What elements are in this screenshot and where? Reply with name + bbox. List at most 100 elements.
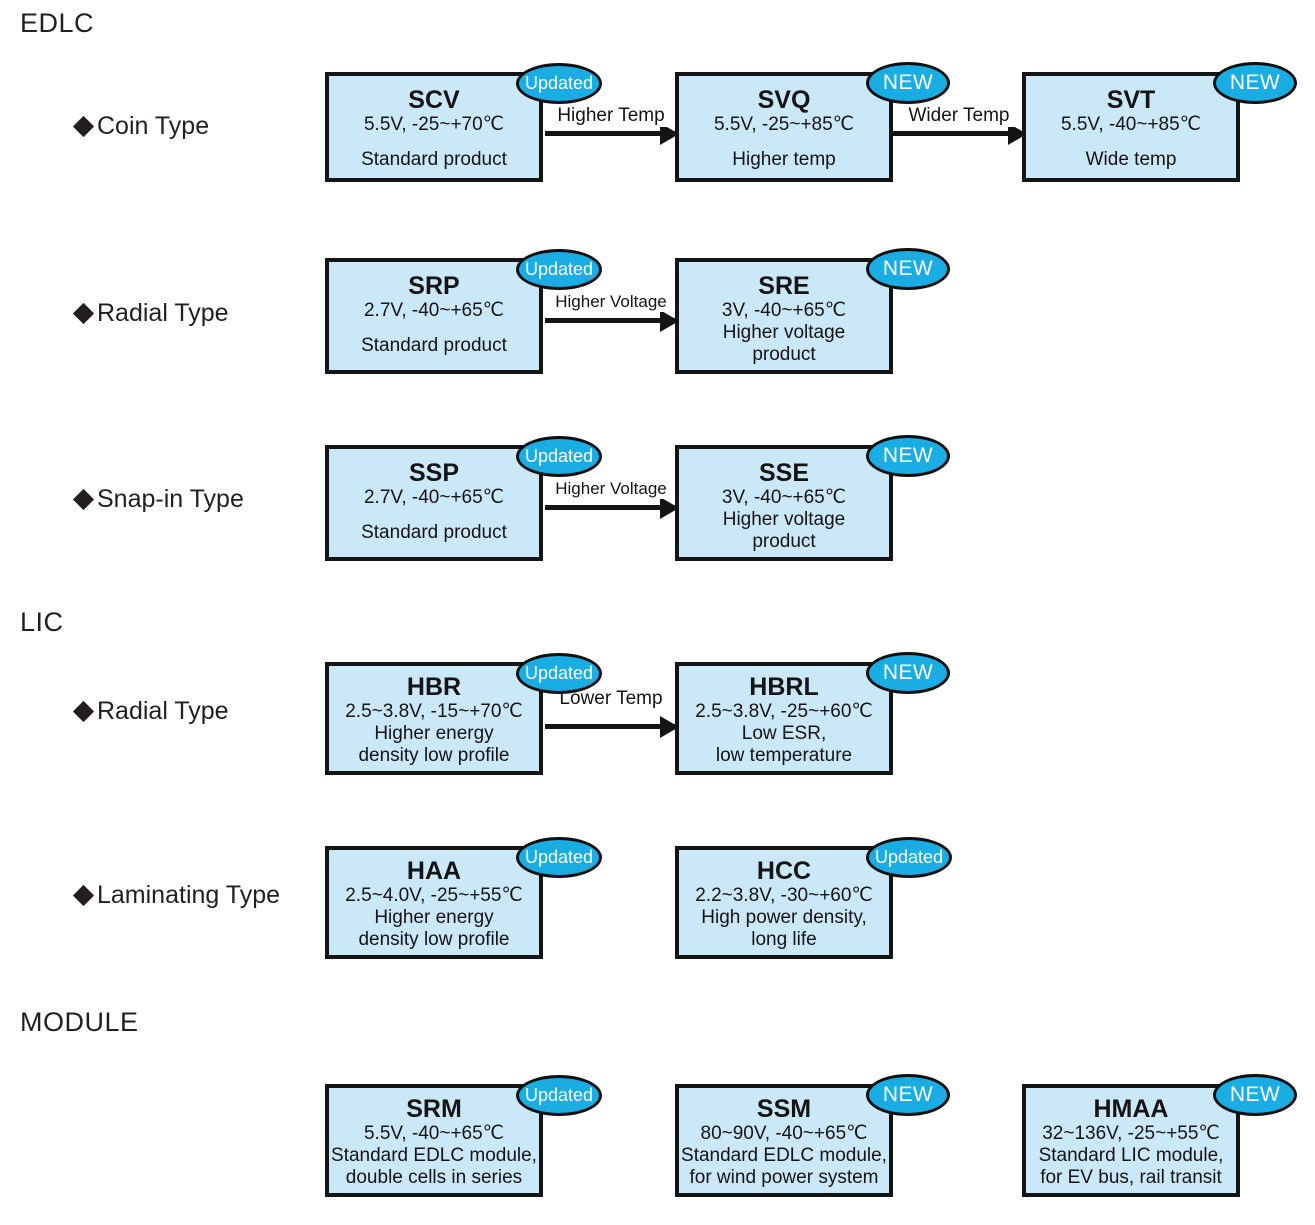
product-code: HCC — [756, 857, 812, 885]
arrow-label-higher-voltage-radial: Higher Voltage — [547, 292, 675, 312]
badge-new-sre: NEW — [866, 248, 950, 290]
product-desc: Wide temp — [1085, 148, 1177, 170]
row-label-coin-type: Coin Type — [72, 112, 210, 141]
row-label-text: Coin Type — [97, 112, 210, 140]
product-box-ssm[interactable]: SSM 80~90V, -40~+65℃ Standard EDLC modul… — [675, 1084, 893, 1197]
diamond-bullet-icon — [72, 302, 95, 325]
product-code: SSE — [758, 459, 810, 487]
product-spec: 32~136V, -25~+55℃ — [1042, 1122, 1220, 1144]
product-spec: 3V, -40~+65℃ — [721, 299, 847, 321]
row-label-radial-type-lic: Radial Type — [72, 697, 229, 726]
product-spec: 2.5~3.8V, -25~+60℃ — [695, 700, 873, 722]
row-label-text: Laminating Type — [97, 881, 280, 909]
row-label-text: Radial Type — [97, 299, 229, 327]
product-spec: 3V, -40~+65℃ — [721, 486, 847, 508]
product-code: HAA — [406, 857, 462, 885]
arrow-srp-to-sre — [545, 318, 675, 323]
diamond-bullet-icon — [72, 488, 95, 511]
product-box-hbr[interactable]: HBR 2.5~3.8V, -15~+70℃ Higher energy den… — [325, 662, 543, 775]
product-spec: 5.5V, -25~+85℃ — [713, 113, 855, 135]
product-desc: Standard EDLC module, double cells in se… — [331, 1144, 537, 1188]
product-code: SVT — [1106, 86, 1156, 114]
product-box-hmaa[interactable]: HMAA 32~136V, -25~+55℃ Standard LIC modu… — [1022, 1084, 1240, 1197]
badge-updated-srm: Updated — [516, 1075, 602, 1116]
diamond-bullet-icon — [72, 700, 95, 723]
product-box-scv[interactable]: SCV 5.5V, -25~+70℃ Standard product — [325, 72, 543, 182]
arrow-label-higher-temp: Higher Temp — [548, 105, 674, 127]
badge-new-hbrl: NEW — [866, 652, 950, 694]
product-desc: Standard EDLC module, for wind power sys… — [681, 1144, 887, 1188]
product-box-srp[interactable]: SRP 2.7V, -40~+65℃ Standard product — [325, 258, 543, 374]
arrow-label-wider-temp: Wider Temp — [896, 105, 1022, 127]
product-desc: Higher voltage product — [722, 508, 846, 552]
arrow-label-lower-temp: Lower Temp — [547, 688, 675, 710]
arrow-head-icon — [660, 310, 679, 332]
product-spec: 2.7V, -40~+65℃ — [363, 299, 505, 321]
arrow-head-icon — [660, 497, 679, 519]
product-box-hbrl[interactable]: HBRL 2.5~3.8V, -25~+60℃ Low ESR, low tem… — [675, 662, 893, 775]
product-code: SRM — [406, 1095, 462, 1123]
product-desc: Standard product — [361, 148, 507, 170]
product-box-haa[interactable]: HAA 2.5~4.0V, -25~+55℃ Higher energy den… — [325, 846, 543, 959]
arrow-hbr-to-hbrl — [545, 724, 675, 729]
badge-updated-scv: Updated — [516, 63, 602, 104]
product-box-sre[interactable]: SRE 3V, -40~+65℃ Higher voltage product — [675, 258, 893, 374]
product-box-hcc[interactable]: HCC 2.2~3.8V, -30~+60℃ High power densit… — [675, 846, 893, 959]
product-box-ssp[interactable]: SSP 2.7V, -40~+65℃ Standard product — [325, 445, 543, 561]
product-spec: 5.5V, -40~+85℃ — [1060, 113, 1202, 135]
product-code: HMAA — [1093, 1095, 1169, 1123]
product-code: SSP — [408, 459, 460, 487]
product-desc: Standard product — [361, 521, 507, 543]
arrow-ssp-to-sse — [545, 505, 675, 510]
section-header-lic: LIC — [20, 607, 64, 637]
badge-updated-hbr: Updated — [516, 653, 602, 694]
badge-new-svq: NEW — [866, 62, 950, 104]
product-box-sse[interactable]: SSE 3V, -40~+65℃ Higher voltage product — [675, 445, 893, 561]
arrow-head-icon — [660, 123, 679, 145]
row-label-text: Snap-in Type — [97, 485, 244, 513]
badge-updated-ssp: Updated — [516, 436, 602, 477]
product-desc: High power density, long life — [701, 906, 867, 950]
product-code: SRE — [758, 272, 810, 300]
row-label-laminating-type: Laminating Type — [72, 881, 280, 910]
arrow-head-icon — [660, 716, 679, 738]
badge-updated-hcc: Updated — [866, 837, 952, 878]
row-label-radial-type-edlc: Radial Type — [72, 299, 229, 328]
arrow-label-higher-voltage-snapin: Higher Voltage — [547, 479, 675, 499]
product-box-svt[interactable]: SVT 5.5V, -40~+85℃ Wide temp — [1022, 72, 1240, 182]
product-box-svq[interactable]: SVQ 5.5V, -25~+85℃ Higher temp — [675, 72, 893, 182]
badge-updated-haa: Updated — [516, 837, 602, 878]
product-desc: Standard product — [361, 334, 507, 356]
product-desc: Standard LIC module, for EV bus, rail tr… — [1038, 1144, 1224, 1188]
product-spec: 80~90V, -40~+65℃ — [700, 1122, 868, 1144]
product-code: SRP — [408, 272, 460, 300]
product-desc: Higher energy density low profile — [358, 906, 510, 950]
product-spec: 2.5~3.8V, -15~+70℃ — [345, 700, 523, 722]
product-desc: Low ESR, low temperature — [715, 722, 853, 766]
arrow-scv-to-svq — [545, 131, 675, 136]
product-code: SVQ — [757, 86, 811, 114]
product-spec: 5.5V, -25~+70℃ — [363, 113, 505, 135]
arrow-svq-to-svt — [893, 131, 1023, 136]
product-code: HBRL — [749, 673, 819, 701]
badge-new-ssm: NEW — [866, 1074, 950, 1116]
product-desc: Higher temp — [732, 148, 836, 170]
product-spec: 5.5V, -40~+65℃ — [363, 1122, 505, 1144]
product-box-srm[interactable]: SRM 5.5V, -40~+65℃ Standard EDLC module,… — [325, 1084, 543, 1197]
row-label-snap-in-type: Snap-in Type — [72, 485, 244, 514]
badge-new-svt: NEW — [1213, 62, 1297, 104]
product-code: SSM — [756, 1095, 812, 1123]
diamond-bullet-icon — [72, 884, 95, 907]
badge-updated-srp: Updated — [516, 249, 602, 290]
badge-new-sse: NEW — [866, 435, 950, 477]
diamond-bullet-icon — [72, 115, 95, 138]
product-spec: 2.2~3.8V, -30~+60℃ — [695, 884, 873, 906]
product-desc: Higher voltage product — [722, 321, 846, 365]
badge-new-hmaa: NEW — [1213, 1074, 1297, 1116]
section-header-module: MODULE — [20, 1007, 139, 1037]
product-spec: 2.5~4.0V, -25~+55℃ — [345, 884, 523, 906]
row-label-text: Radial Type — [97, 697, 229, 725]
product-desc: Higher energy density low profile — [358, 722, 510, 766]
section-header-edlc: EDLC — [20, 8, 95, 38]
